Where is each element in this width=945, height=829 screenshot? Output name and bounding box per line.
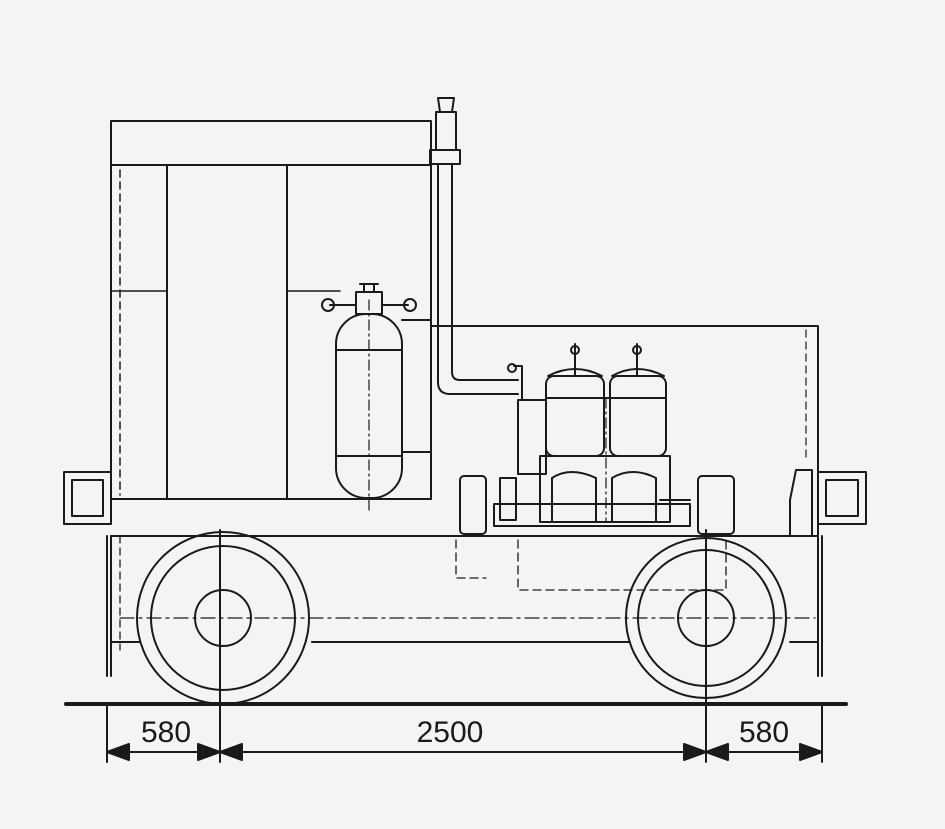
exhaust-upper	[435, 111, 457, 151]
engine-cylinder	[609, 375, 667, 457]
engine	[493, 343, 691, 527]
crankcase	[539, 455, 671, 523]
cylinder-cover	[547, 368, 603, 377]
dim-label-rear-overhang: 580	[739, 716, 789, 749]
arrowhead-icon	[683, 743, 707, 761]
arrowhead-icon	[106, 743, 130, 761]
crankcase-panel	[551, 471, 597, 523]
buffer-face	[825, 479, 859, 517]
exhaust-pipe-outer	[437, 163, 519, 395]
arrowhead-icon	[705, 743, 729, 761]
frame-support	[697, 475, 735, 535]
dim-label-wheelbase: 2500	[417, 716, 484, 749]
dim-label-front-overhang: 580	[141, 716, 191, 749]
buffer-right	[817, 471, 867, 525]
fuel-line	[513, 365, 523, 401]
wheel-hub	[194, 589, 252, 647]
valve-wheel-icon	[321, 298, 335, 312]
cylinder-cover	[611, 368, 665, 377]
dimension-lines	[106, 743, 823, 761]
valve-wheel-icon	[403, 298, 417, 312]
crankcase-panel	[611, 471, 657, 523]
engine-hood	[430, 325, 819, 537]
engine-auxiliary	[499, 477, 517, 521]
buffer-face	[71, 479, 104, 517]
exhaust-stack	[429, 97, 519, 395]
exhaust-tip	[437, 97, 455, 113]
fuel-tank-hidden-line	[455, 539, 487, 579]
fuel-tank-hidden-line	[517, 539, 727, 591]
frame	[106, 498, 823, 677]
fuel-fitting	[507, 363, 517, 373]
injector-cap	[570, 345, 580, 355]
wheel-tread	[150, 545, 296, 691]
arrowhead-icon	[799, 743, 823, 761]
wheel-rear	[625, 529, 787, 763]
air-tank	[321, 283, 432, 511]
arrowhead-icon	[219, 743, 243, 761]
hood-outline	[430, 325, 819, 537]
engine-block-side	[517, 399, 547, 475]
frame-support	[459, 475, 487, 535]
arrowhead-icon	[197, 743, 221, 761]
engine-cylinder	[545, 375, 605, 457]
hood-front-slope	[789, 469, 813, 537]
injector-cap	[632, 345, 642, 355]
exhaust-pipe-inner	[451, 163, 519, 381]
exhaust-collar	[429, 149, 461, 165]
buffer-left	[63, 471, 112, 525]
buffer-plate	[817, 471, 867, 525]
engine-base	[493, 503, 691, 527]
tank-valve-body	[355, 291, 383, 315]
